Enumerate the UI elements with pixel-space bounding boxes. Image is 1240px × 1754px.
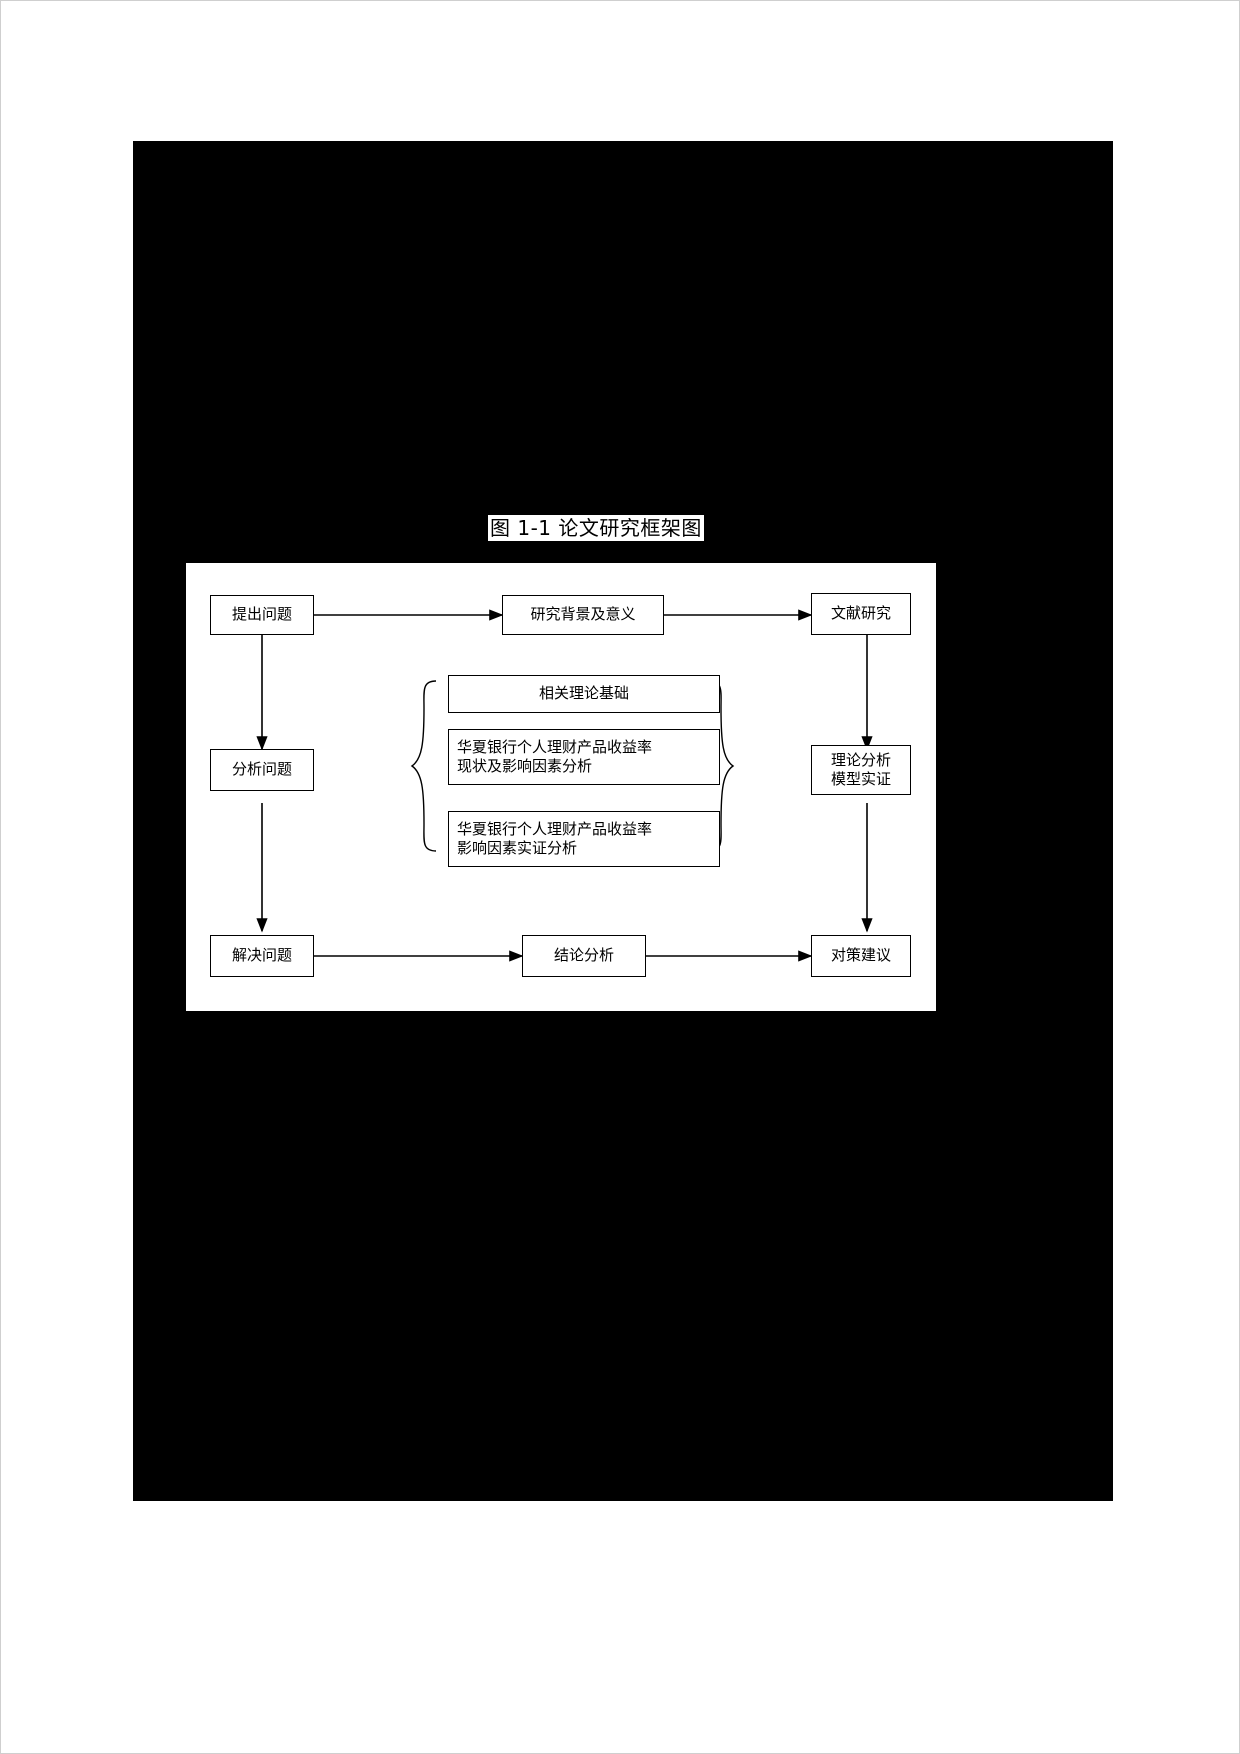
node-conclusion-analysis[interactable]: 结论分析 xyxy=(522,935,646,977)
node-status-and-factors[interactable]: 华夏银行个人理财产品收益率 现状及影响因素分析 xyxy=(448,729,720,785)
node-theory-basis[interactable]: 相关理论基础 xyxy=(448,675,720,713)
node-theory-model[interactable]: 理论分析 模型实证 xyxy=(811,745,911,795)
node-solve-problem[interactable]: 解决问题 xyxy=(210,935,314,977)
node-raise-problem[interactable]: 提出问题 xyxy=(210,595,314,635)
node-empirical-factors[interactable]: 华夏银行个人理财产品收益率 影响因素实证分析 xyxy=(448,811,720,867)
node-research-background[interactable]: 研究背景及意义 xyxy=(502,595,664,635)
node-literature-review[interactable]: 文献研究 xyxy=(811,593,911,635)
left-brace-icon xyxy=(410,680,437,852)
flowchart-canvas: 提出问题 研究背景及意义 文献研究 分析问题 相关理论基础 华夏银行个人理财产品… xyxy=(186,563,936,1011)
figure-caption: 图 1-1 论文研究框架图 xyxy=(488,515,704,541)
node-analyze-problem[interactable]: 分析问题 xyxy=(210,749,314,791)
node-countermeasures[interactable]: 对策建议 xyxy=(811,935,911,977)
